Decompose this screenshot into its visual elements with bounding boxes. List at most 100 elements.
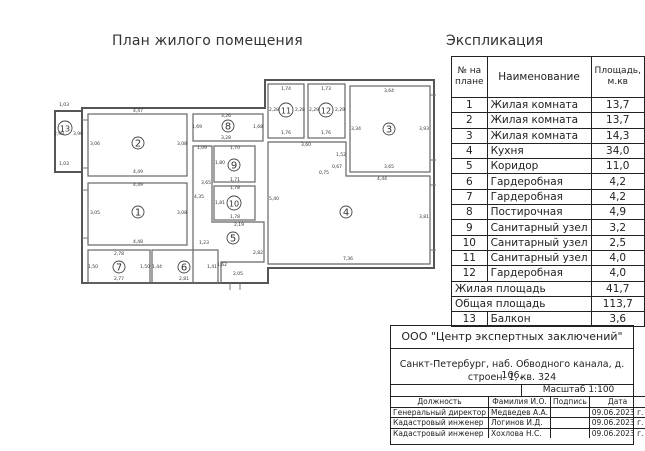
dim-label: 1,52 [336, 152, 346, 158]
dim-label: 1,50 [140, 264, 150, 270]
dim-label: 4,48 [133, 239, 143, 245]
room-area: 4,2 [590, 188, 645, 206]
room-9-outline [213, 145, 256, 183]
dim-label: 3,93 [419, 126, 429, 132]
address-line-2: строен. 1, кв. 324 [467, 372, 557, 383]
room-badge-circle [227, 158, 241, 172]
room-number-label: 4 [343, 208, 349, 219]
signer-row: Генеральный директор Медведев А.А. 09.06… [391, 406, 645, 418]
dim-label: 1,78 [230, 185, 240, 191]
room-badge-circle [131, 136, 145, 150]
dim-label: 0,67 [332, 164, 342, 170]
room-8-outline [192, 113, 264, 142]
room-badge-circle [112, 260, 126, 274]
header-area: Площадь, м.кв [590, 56, 645, 98]
room-number-label: 12 [321, 107, 331, 116]
room-number: 10 [451, 234, 488, 251]
room-name: Кухня [486, 142, 592, 160]
header-name: Наименование [486, 56, 592, 98]
signers-header-row: Должность Фамилия И.О. Подпись Дата [391, 396, 645, 408]
dim-label: 1,41 [207, 264, 217, 270]
dim-label: 3,08 [177, 141, 187, 147]
signers-table: Должность Фамилия И.О. Подпись Дата Гене… [391, 396, 645, 439]
room-name: Постирочная [486, 204, 592, 221]
summary-area: 41,7 [590, 280, 645, 297]
room-12-outline [307, 83, 346, 139]
dim-label: 1,23 [199, 240, 209, 246]
dim-label: 3,60 [301, 142, 311, 148]
dim-label: 1,62 [217, 262, 227, 268]
explication-header-row: № на плане Наименование Площадь, м.кв [451, 56, 645, 98]
dim-label: 2,77 [114, 276, 124, 282]
room-name: Санитарный узел [486, 234, 592, 251]
room-name: Жилая комната [486, 127, 592, 144]
dim-label: 3,34 [351, 126, 361, 132]
dim-label: 1,09 [197, 145, 207, 151]
room-6-outline [151, 249, 219, 284]
room-10-outline [213, 185, 256, 221]
balcony-outline [54, 110, 83, 173]
dim-label: 1,03 [59, 161, 69, 167]
room-4-outline [267, 141, 431, 265]
signer-position: Кадастровый инженер [391, 417, 490, 429]
dim-label: 4,49 [133, 182, 143, 188]
signer-row: Кадастровый инженер Хохлова Н.С. 09.06.2… [391, 427, 645, 439]
room-number-label: 11 [281, 107, 291, 116]
signer-name: Логинов И.Д. [488, 417, 551, 429]
room-area: 11,0 [590, 158, 645, 175]
dim-label: 1,81 [215, 200, 225, 206]
room-area: 13,7 [590, 112, 645, 129]
room-area: 2,5 [590, 234, 645, 251]
dim-label: 4,35 [194, 194, 204, 200]
room-number: 2 [451, 112, 488, 129]
room-number: 11 [451, 249, 488, 267]
signer-date: 09.06.2023 г. [589, 417, 645, 429]
organization-name: ООО "Центр экспертных заключений" [401, 330, 623, 343]
room-2-outline [87, 113, 188, 177]
dim-label: 2,29 [335, 107, 345, 113]
room-badge-circle [177, 260, 191, 274]
room-badge-circle [57, 120, 73, 136]
room-number: 6 [451, 173, 488, 190]
room-area: 14,3 [590, 127, 645, 144]
dim-label: 3,26 [221, 113, 231, 119]
signer-date: 09.06.2023 г. [589, 427, 645, 439]
dim-label: 0,75 [319, 170, 329, 176]
room-11-outline [267, 83, 305, 139]
dim-label: 2,28 [295, 107, 305, 113]
room-number-label: 3 [386, 125, 392, 136]
room-number: 9 [451, 219, 488, 236]
signer-position: Генеральный директор [391, 406, 490, 418]
dim-label: 2,05 [233, 271, 243, 277]
room-name: Коридор [486, 158, 592, 175]
room-3-outline [349, 85, 431, 173]
room-1-outline [87, 182, 188, 246]
signer-position: Кадастровый инженер [391, 427, 490, 439]
room-badge-circle [278, 102, 294, 118]
dim-label: 1,74 [281, 86, 291, 92]
dim-label: 1,78 [230, 214, 240, 220]
room-number-label: 5 [230, 234, 236, 245]
plan-title: План жилого помещения [112, 33, 303, 49]
room-number-label: 6 [181, 263, 187, 274]
room-area: 13,7 [590, 96, 645, 114]
room-number-label: 8 [225, 122, 231, 133]
room-badge-circle [318, 102, 334, 118]
room-name: Балкон [486, 311, 592, 328]
room-badge-circle [226, 195, 242, 211]
room-number-label: 7 [116, 263, 122, 274]
dim-label: 3,65 [384, 164, 394, 170]
dim-label: 2,78 [114, 251, 124, 257]
room-name: Гардеробная [486, 173, 592, 190]
room-number-label: 13 [60, 125, 70, 134]
room-name: Гардеробная [486, 188, 592, 206]
